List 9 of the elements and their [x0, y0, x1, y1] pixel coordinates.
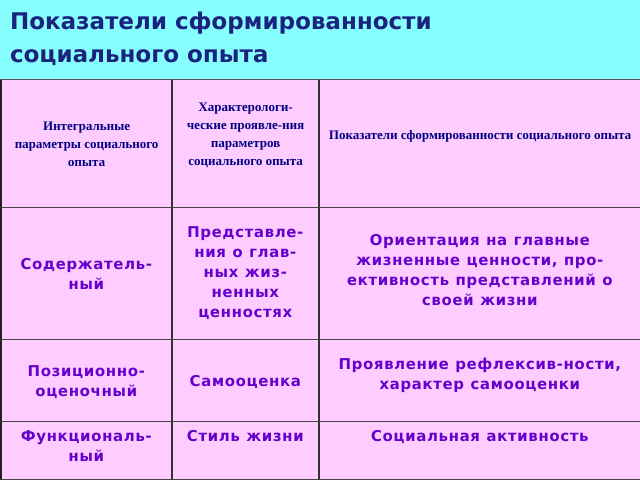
- table-entry: Представле-ния о глав-ных жиз-ненных ценностях: [173, 208, 320, 340]
- slide-title: Показатели сформированности социального опыта: [10, 8, 433, 70]
- table-entry: Позиционно-оценочный: [0, 340, 173, 422]
- table-entry: Стиль жизни: [173, 422, 320, 480]
- table-entry: Самооценка: [173, 340, 320, 422]
- table-entry: Содержатель-ный: [0, 208, 173, 340]
- table-header: Интегральные параметры социального опыта: [0, 80, 173, 208]
- table-entry: Функциональ-ный: [0, 422, 173, 480]
- table-header: Характерологи-ческие проявле-ния параметров социального опыта: [173, 80, 320, 208]
